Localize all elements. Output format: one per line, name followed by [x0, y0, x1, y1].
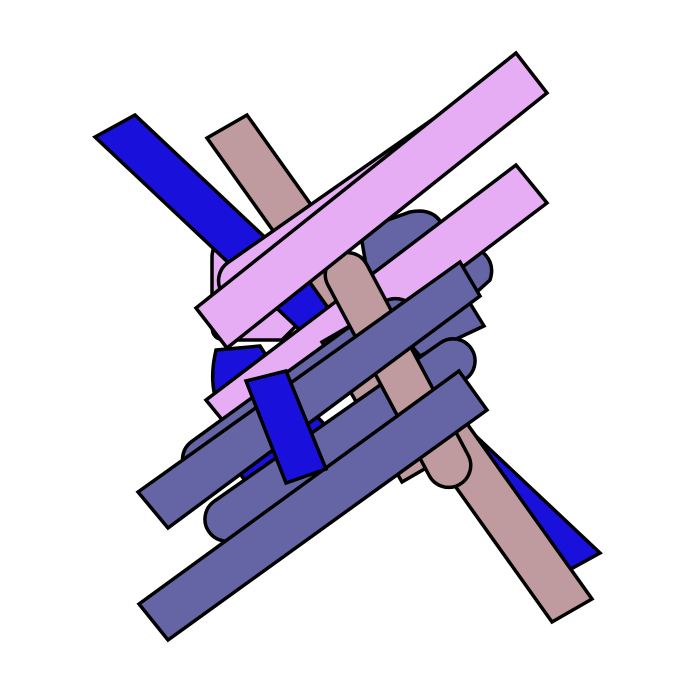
blue-bar-short-front [243, 368, 329, 486]
pink-diagonal-bar-lower [135, 259, 483, 531]
slate-diagonal-bar-bottom [136, 368, 490, 643]
pink-diagonal-bar-top [193, 50, 550, 351]
